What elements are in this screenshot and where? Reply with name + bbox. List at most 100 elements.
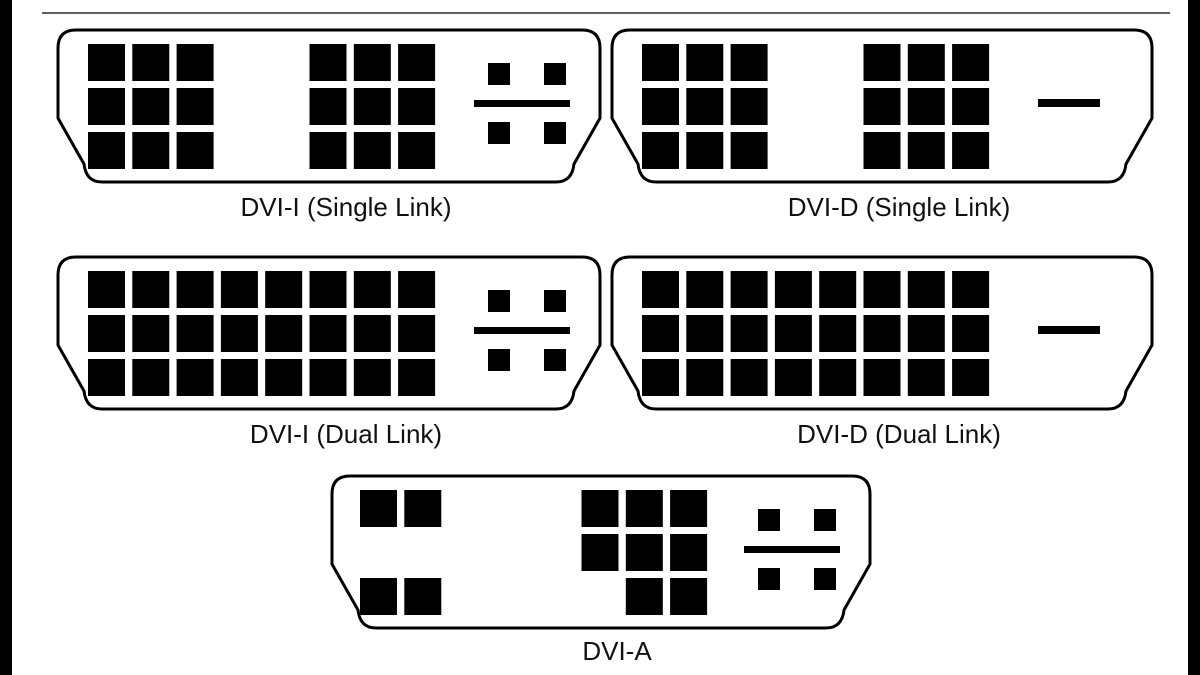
digital-pin bbox=[907, 88, 945, 125]
analog-pin bbox=[814, 568, 836, 590]
digital-pin bbox=[88, 132, 125, 169]
digital-pin bbox=[774, 359, 812, 396]
connector-label: DVI-A bbox=[582, 636, 652, 666]
digital-pin bbox=[730, 44, 768, 81]
digital-pin bbox=[907, 359, 945, 396]
digital-pin bbox=[265, 315, 303, 352]
digital-pin bbox=[642, 88, 679, 125]
digital-pin bbox=[353, 271, 391, 308]
connector-dvi-d-dual-link: DVI-D (Dual Link) bbox=[610, 255, 1154, 449]
digital-pin bbox=[952, 315, 990, 352]
digital-pin bbox=[625, 490, 663, 527]
digital-pin bbox=[309, 359, 347, 396]
digital-pin bbox=[907, 132, 945, 169]
digital-pin bbox=[309, 315, 347, 352]
digital-pin bbox=[642, 271, 679, 308]
digital-pin bbox=[907, 44, 945, 81]
ground-blade bbox=[474, 100, 570, 107]
digital-pin bbox=[353, 44, 391, 81]
connector-pins bbox=[88, 271, 570, 396]
digital-pin bbox=[353, 359, 391, 396]
diagram-canvas: DVI-I (Single Link) DVI-D (Single Link) … bbox=[12, 0, 1188, 675]
digital-pin bbox=[907, 271, 945, 308]
digital-pin bbox=[730, 315, 768, 352]
digital-pin bbox=[176, 315, 214, 352]
digital-pin bbox=[360, 578, 397, 615]
ground-blade bbox=[474, 327, 570, 334]
digital-pin bbox=[907, 315, 945, 352]
digital-pin bbox=[952, 88, 990, 125]
digital-pin bbox=[952, 44, 990, 81]
digital-pin bbox=[863, 359, 901, 396]
analog-pin bbox=[488, 349, 510, 371]
digital-pin bbox=[88, 271, 125, 308]
digital-pin bbox=[353, 88, 391, 125]
digital-pin bbox=[730, 359, 768, 396]
digital-pin bbox=[132, 132, 170, 169]
digital-pin bbox=[398, 88, 436, 125]
digital-pin bbox=[176, 88, 214, 125]
digital-pin bbox=[176, 359, 214, 396]
digital-pin bbox=[398, 271, 436, 308]
digital-pin bbox=[398, 132, 436, 169]
digital-pin bbox=[730, 88, 768, 125]
analog-pin bbox=[544, 122, 566, 144]
digital-pin bbox=[88, 315, 125, 352]
digital-pin bbox=[642, 44, 679, 81]
connector-label: DVI-I (Dual Link) bbox=[250, 419, 442, 449]
digital-pin bbox=[686, 359, 724, 396]
ground-blade bbox=[1038, 99, 1100, 107]
connector-label: DVI-D (Single Link) bbox=[788, 192, 1011, 222]
connector-dvi-i-single-link: DVI-I (Single Link) bbox=[56, 28, 602, 222]
digital-pin bbox=[686, 132, 724, 169]
digital-pin bbox=[404, 578, 442, 615]
digital-pin bbox=[670, 490, 708, 527]
analog-pin bbox=[544, 63, 566, 85]
connector-outline bbox=[330, 474, 872, 630]
digital-pin bbox=[625, 534, 663, 571]
digital-pin bbox=[176, 132, 214, 169]
digital-pin bbox=[952, 271, 990, 308]
analog-pin bbox=[544, 290, 566, 312]
digital-pin bbox=[730, 271, 768, 308]
analog-pin bbox=[488, 290, 510, 312]
connector-outline bbox=[56, 255, 602, 411]
dvi-connector-diagram: DVI-I (Single Link) DVI-D (Single Link) … bbox=[42, 12, 1170, 666]
analog-pin bbox=[544, 349, 566, 371]
analog-pin bbox=[758, 509, 780, 531]
digital-pin bbox=[952, 359, 990, 396]
connector-outline bbox=[610, 28, 1154, 184]
digital-pin bbox=[88, 359, 125, 396]
digital-pin bbox=[819, 315, 857, 352]
connector-pins bbox=[360, 490, 840, 615]
digital-pin bbox=[309, 88, 347, 125]
digital-pin bbox=[132, 315, 170, 352]
digital-pin bbox=[398, 315, 436, 352]
digital-pin bbox=[670, 534, 708, 571]
digital-pin bbox=[863, 44, 901, 81]
digital-pin bbox=[863, 315, 901, 352]
digital-pin bbox=[265, 271, 303, 308]
digital-pin bbox=[398, 359, 436, 396]
digital-pin bbox=[581, 534, 619, 571]
digital-pin bbox=[404, 490, 442, 527]
digital-pin bbox=[132, 44, 170, 81]
analog-pin bbox=[488, 63, 510, 85]
digital-pin bbox=[309, 271, 347, 308]
digital-pin bbox=[309, 44, 347, 81]
connector-label: DVI-I (Single Link) bbox=[241, 192, 452, 222]
digital-pin bbox=[581, 490, 619, 527]
ground-blade bbox=[744, 546, 840, 553]
digital-pin bbox=[686, 271, 724, 308]
digital-pin bbox=[88, 44, 125, 81]
digital-pin bbox=[176, 44, 214, 81]
connector-outline bbox=[56, 28, 602, 184]
connector-pins bbox=[642, 44, 1100, 169]
ground-blade bbox=[1038, 326, 1100, 334]
analog-pin bbox=[758, 568, 780, 590]
digital-pin bbox=[730, 132, 768, 169]
digital-pin bbox=[353, 315, 391, 352]
digital-pin bbox=[220, 315, 258, 352]
digital-pin bbox=[642, 315, 679, 352]
connector-pins bbox=[642, 271, 1100, 396]
